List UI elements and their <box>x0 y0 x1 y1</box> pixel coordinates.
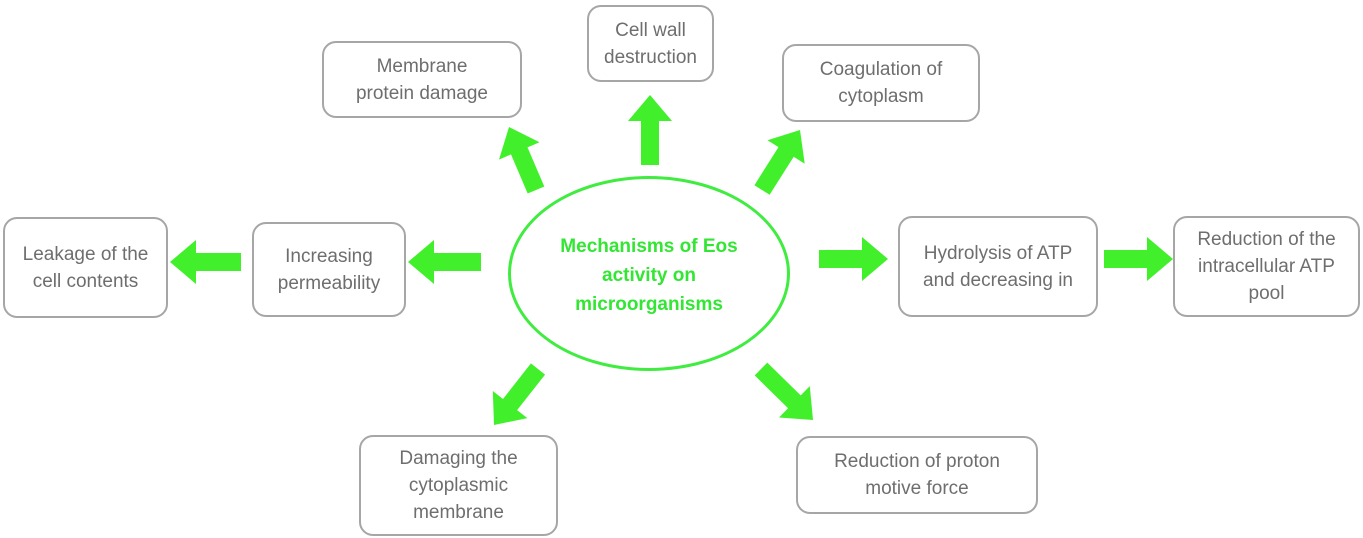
node-membrane-protein-damage: Membrane protein damage <box>322 41 522 118</box>
node-label: Reduction of the intracellular ATP pool <box>1197 229 1336 304</box>
arrow-to-increasing-permeability <box>408 240 481 284</box>
node-damaging-cytoplasmic-membrane: Damaging the cytoplasmic membrane <box>359 435 558 536</box>
node-label: Cell wall destruction <box>604 19 697 68</box>
arrow-to-membrane-protein-damage <box>499 127 545 194</box>
node-label: Coagulation of cytoplasm <box>819 59 943 107</box>
node-label: Reduction of proton motive force <box>834 451 1000 499</box>
arrow-to-reduction-intracellular-atp-pool <box>1104 237 1173 281</box>
node-label: Increasing permeability <box>277 245 381 294</box>
node-reduction-proton-motive-force: Reduction of proton motive force <box>796 436 1038 514</box>
node-leakage-of-cell-contents: Leakage of the cell contents <box>3 217 168 318</box>
node-reduction-intracellular-atp-pool: Reduction of the intracellular ATP pool <box>1173 216 1360 317</box>
node-increasing-permeability: Increasing permeability <box>252 222 406 317</box>
arrow-to-damaging-cytoplasmic-membrane <box>492 363 546 425</box>
arrow-to-reduction-proton-motive-force <box>754 362 813 420</box>
node-hydrolysis-of-atp: Hydrolysis of ATP and decreasing in <box>898 216 1098 317</box>
arrow-to-coagulation-of-cytoplasm <box>754 130 805 195</box>
node-label: Leakage of the cell contents <box>22 243 149 292</box>
node-label: Hydrolysis of ATP and decreasing in <box>923 242 1073 291</box>
center-label: Mechanisms of Eos activity on microorgan… <box>560 236 738 315</box>
node-label: Membrane protein damage <box>355 55 489 104</box>
node-cell-wall-destruction: Cell wall destruction <box>587 5 714 82</box>
node-label: Damaging the cytoplasmic membrane <box>399 448 518 523</box>
arrow-to-hydrolysis-of-atp <box>819 237 888 281</box>
arrow-to-leakage-of-cell-contents <box>170 240 241 284</box>
node-coagulation-of-cytoplasm: Coagulation of cytoplasm <box>782 44 980 122</box>
arrow-to-cell-wall-destruction <box>628 95 672 165</box>
center-ellipse: Mechanisms of Eos activity on microorgan… <box>508 176 790 371</box>
